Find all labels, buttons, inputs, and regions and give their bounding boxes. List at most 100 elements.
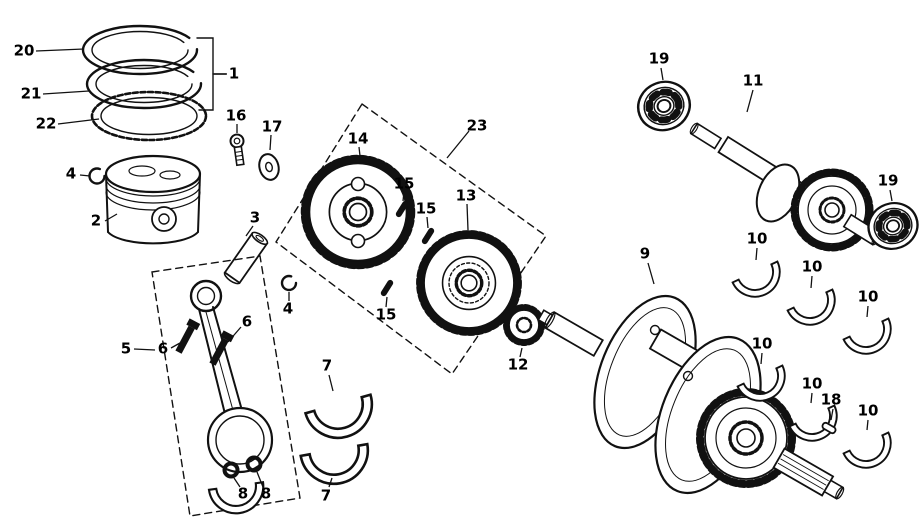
part-label-8: 8 — [238, 485, 248, 503]
part-label-16: 16 — [226, 107, 247, 125]
part-label-17: 17 — [262, 118, 283, 136]
dowel-pin-2 — [421, 227, 435, 245]
piston-pin — [223, 231, 269, 285]
dowel-pin-3 — [380, 279, 394, 297]
leader-line-2 — [104, 213, 118, 222]
connecting-rod — [189, 279, 274, 518]
part-label-4: 4 — [66, 165, 76, 183]
main-bearing-shell-3 — [842, 317, 900, 363]
part-label-12: 12 — [508, 356, 529, 374]
leader-line-19 — [889, 189, 893, 202]
leader-line-8 — [233, 477, 241, 488]
leader-line-10 — [810, 275, 813, 289]
leader-line-7 — [328, 477, 333, 488]
leader-line-6 — [170, 342, 181, 349]
part-label-4: 4 — [283, 300, 293, 318]
rod-nut-right — [245, 455, 263, 473]
part-label-18: 18 — [821, 391, 842, 409]
piston-ring-top — [81, 24, 199, 76]
leader-line-8 — [256, 471, 264, 488]
rod-bearing-shell-lower — [299, 442, 375, 491]
part-label-22: 22 — [36, 115, 57, 133]
part-label-7: 7 — [321, 487, 331, 505]
leader-line-11 — [746, 89, 754, 113]
leader-line-19 — [660, 67, 664, 81]
part-label-15: 15 — [394, 175, 415, 193]
part-label-2: 2 — [91, 212, 101, 230]
part-label-10: 10 — [802, 375, 823, 393]
part-label-11: 11 — [743, 72, 764, 90]
driven-gear — [420, 234, 518, 332]
main-bearing-shell-5 — [788, 404, 846, 450]
part-label-20: 20 — [14, 42, 35, 60]
part-label-5: 5 — [121, 340, 131, 358]
leader-line-15 — [426, 216, 429, 229]
part-label-1: 1 — [229, 65, 239, 83]
part-label-8: 8 — [261, 485, 271, 503]
part-label-6: 6 — [158, 340, 168, 358]
leader-line-12 — [519, 347, 523, 358]
part-label-10: 10 — [802, 258, 823, 276]
leader-line-17 — [269, 134, 272, 151]
leader-line-10 — [810, 392, 813, 404]
leader-line-10 — [866, 305, 869, 318]
part-label-15: 15 — [376, 306, 397, 324]
piston-ring-second — [85, 58, 203, 110]
rod-nut-left — [222, 461, 240, 479]
artwork — [81, 24, 923, 518]
leader-line-22 — [57, 118, 100, 125]
leader-line-15 — [385, 296, 388, 308]
sealing-washer — [258, 153, 280, 181]
part-label-3: 3 — [250, 209, 260, 227]
connecting-rod-group-box — [151, 255, 301, 517]
part-label-10: 10 — [858, 402, 879, 420]
leader-line-3 — [245, 225, 254, 237]
crank-snout — [772, 447, 845, 500]
leader-line-20 — [35, 48, 85, 52]
part-label-19: 19 — [649, 50, 670, 68]
dowel-pin-1 — [395, 200, 409, 218]
rod-bolt-left — [175, 318, 201, 354]
primary-drive-gear — [305, 159, 411, 265]
leader-line-4 — [79, 174, 91, 177]
ball-bearing-left — [631, 75, 696, 138]
main-bearing-shell-2 — [786, 288, 844, 334]
part-label-23: 23 — [467, 117, 488, 135]
flange-bolt — [229, 133, 245, 167]
woodruff-key — [821, 421, 837, 435]
leader-line-10 — [755, 247, 758, 261]
part-label-14: 14 — [348, 130, 369, 148]
part-label-13: 13 — [456, 187, 477, 205]
leader-line-9 — [647, 262, 655, 285]
part-label-15: 15 — [416, 200, 437, 218]
piston — [104, 154, 202, 245]
part-label-9: 9 — [640, 245, 650, 263]
pin-clip-right — [280, 274, 298, 292]
part-label-21: 21 — [21, 85, 42, 103]
part-label-10: 10 — [858, 288, 879, 306]
leader-line-14 — [358, 146, 361, 157]
part-label-6: 6 — [242, 313, 252, 331]
pump-drive-gear — [503, 304, 545, 346]
part-label-7: 7 — [322, 357, 332, 375]
leader-line-10 — [760, 352, 763, 365]
leader-line-5 — [133, 348, 156, 351]
main-bearing-shell-1 — [731, 260, 789, 306]
crankshaft — [537, 294, 845, 500]
piston-oil-ring — [90, 90, 208, 142]
leader-line-15 — [402, 191, 405, 202]
part-label-10: 10 — [747, 230, 768, 248]
leader-line-13 — [466, 203, 469, 231]
leader-line-6 — [227, 326, 242, 343]
part-label-19: 19 — [878, 172, 899, 190]
leader-line-18 — [830, 408, 834, 421]
pin-clip-left — [88, 167, 106, 185]
leader-line-7 — [328, 374, 334, 392]
rod-bearing-shell-upper — [304, 393, 382, 448]
leader-line-10 — [866, 419, 869, 431]
main-bearing-shell-6 — [842, 431, 900, 477]
balancer-shaft — [689, 122, 882, 252]
